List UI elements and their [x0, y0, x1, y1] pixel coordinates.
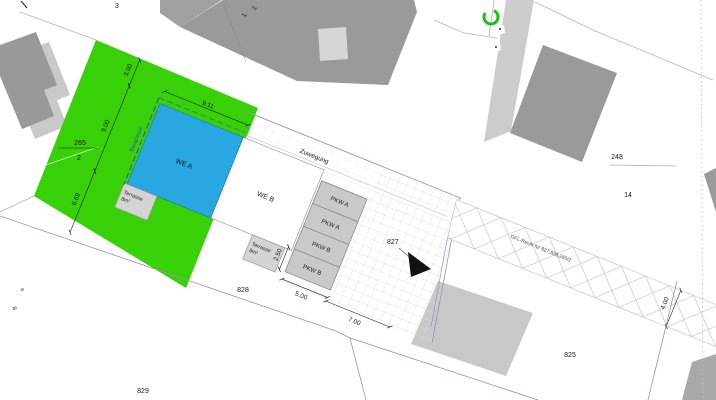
terrace-a-label-2: 8m²	[120, 196, 131, 205]
inner-parcel-line	[39, 146, 99, 168]
terrace-we-a	[114, 182, 158, 221]
dim-250: 2.50	[273, 247, 284, 262]
terrace-b-label-2: 8m²	[248, 248, 259, 257]
dim-line-700	[323, 299, 393, 329]
parcel-828-label: 828	[237, 287, 249, 294]
dim-900: 9.00	[100, 118, 111, 133]
driveway-boundary-purple-2	[430, 237, 448, 327]
boundary-825-right	[647, 280, 678, 400]
parcel-14-label: 14	[624, 192, 632, 199]
building-bottom-right	[682, 354, 716, 400]
house-number-2: 2	[252, 5, 259, 11]
utility-line	[488, 0, 495, 37]
dim-669: 6.69	[71, 192, 82, 207]
building-topleft	[0, 32, 57, 129]
road-edge-top-left	[19, 11, 97, 41]
dim-line-250	[277, 243, 291, 273]
survey-point-1	[499, 28, 501, 30]
boundary-828	[0, 215, 539, 400]
garage-strip-notch-1	[497, 25, 505, 35]
garage-strip	[484, 0, 534, 142]
road-edge-lines	[0, 1, 714, 213]
driveway-paving-upper	[321, 167, 373, 200]
corridor-left-edge	[246, 115, 256, 136]
road-edge-far-right	[534, 1, 714, 81]
parcel-829-label: 829	[137, 388, 149, 395]
parcel-827-label: 827	[387, 239, 399, 246]
parking-stalls: PKW A PKW A PKW B PKW B	[284, 180, 368, 291]
dim-line-900	[93, 83, 131, 174]
site-frame: GFL-Recht für 827,828,265/2 WE A WE B PK…	[68, 57, 716, 357]
direction-triangle-icon	[408, 252, 431, 277]
corridor-paving	[249, 116, 380, 185]
building-parcel-248	[510, 45, 617, 162]
parcel-825-label: 825	[564, 352, 576, 359]
parcel-248-underline	[609, 164, 677, 167]
building-parcel-825	[411, 281, 533, 376]
dim-line-500	[279, 277, 331, 299]
parcel-265-label: 265	[74, 140, 86, 147]
survey-point-2	[495, 46, 497, 48]
corner-mark	[20, 0, 28, 9]
corridor-boundary-purple	[246, 111, 462, 199]
dim-line-669	[68, 168, 97, 236]
dim-400: 4.00	[660, 296, 671, 311]
house-number-1: 1	[242, 12, 249, 18]
dim-line-300	[127, 57, 142, 89]
dim-500: 5.00	[294, 290, 309, 301]
building-topcenter-annex	[318, 27, 348, 61]
dotted-road-edge	[700, 0, 704, 400]
dim-911: 9.11	[201, 100, 215, 111]
baugrenze-line-vertical	[123, 97, 160, 186]
house-number-3: 3	[115, 3, 119, 10]
dim-line-400	[664, 287, 683, 330]
dim-300: 3.00	[123, 63, 134, 78]
building-topcenter-ridge	[221, 0, 247, 63]
street-letter-1: a	[19, 287, 26, 293]
garage-strip-notch-2	[494, 42, 501, 52]
parcel-248-label: 248	[611, 154, 623, 161]
dim-700: 7.00	[347, 316, 362, 327]
parcel-boundaries	[0, 215, 678, 400]
building-topcenter-main	[180, 0, 417, 85]
dim-line-911	[161, 90, 251, 127]
building-topcenter-left	[160, 0, 222, 27]
street-letter-2: B	[10, 306, 17, 312]
boundary-left-short	[0, 195, 35, 213]
boundary-828-branch	[349, 337, 367, 400]
dimension-lines	[68, 57, 683, 330]
parcel-265-sub-label: 2	[77, 155, 81, 162]
building-right-edge	[704, 168, 716, 212]
road-edge-top-right	[433, 19, 498, 39]
